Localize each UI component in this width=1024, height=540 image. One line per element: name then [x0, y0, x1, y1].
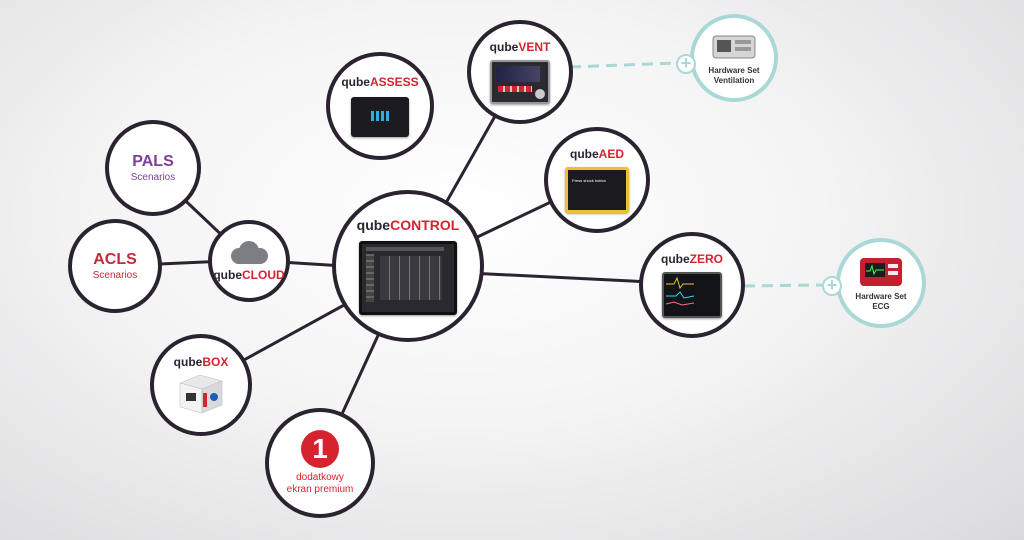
control-tablet-icon: [359, 241, 457, 315]
number-one-badge: 1: [301, 429, 339, 468]
acls-subtitle: Scenarios: [92, 270, 138, 281]
node-hardware-ecg[interactable]: Hardware Set ECG: [836, 238, 926, 328]
premium-line2: ekran premium: [286, 484, 354, 495]
zero-title: qubeZERO: [660, 252, 723, 266]
node-premium-screen[interactable]: 1 dodatkowy ekran premium: [265, 408, 375, 518]
pals-subtitle: Scenarios: [130, 172, 176, 183]
monitor-device-icon: [662, 272, 722, 318]
add-ecg-plus-icon[interactable]: +: [822, 276, 842, 296]
node-qube-aed[interactable]: qubeAED Press shock button: [544, 127, 650, 233]
aed-device-icon: Press shock button: [565, 167, 629, 213]
assess-title: qubeASSESS: [341, 75, 419, 89]
cloud-title: qubeCLOUD: [213, 268, 285, 282]
ventilation-hardware-icon: [712, 35, 756, 59]
control-title: qubeCONTROL: [356, 217, 460, 233]
add-ventilation-plus-icon[interactable]: +: [676, 54, 696, 74]
hw-vent-label: Hardware Set Ventilation: [708, 66, 760, 85]
cloud-icon: [231, 241, 268, 264]
node-pals[interactable]: PALS Scenarios: [105, 120, 201, 216]
node-qube-cloud[interactable]: qubeCLOUD: [208, 220, 290, 302]
node-qube-zero[interactable]: qubeZERO: [639, 232, 745, 338]
node-qube-assess[interactable]: qubeASSESS: [326, 52, 434, 160]
link-vent-hw: [569, 61, 677, 69]
node-qube-control[interactable]: qubeCONTROL: [332, 190, 484, 342]
node-qube-vent[interactable]: qubeVENT: [467, 20, 573, 124]
premium-line1: dodatkowy: [296, 471, 344, 483]
box-title: qubeBOX: [173, 355, 229, 369]
ventilator-device-icon: [490, 60, 550, 104]
aed-title: qubeAED: [569, 147, 624, 161]
vent-title: qubeVENT: [489, 40, 551, 54]
pals-title: PALS: [132, 153, 174, 170]
node-qube-box[interactable]: qubeBOX: [150, 334, 252, 436]
box-device-icon: [179, 374, 223, 414]
hw-ecg-label: Hardware Set ECG: [855, 292, 907, 311]
node-hardware-ventilation[interactable]: Hardware Set Ventilation: [690, 14, 778, 102]
aed-screen-text: Press shock button: [572, 178, 607, 183]
node-acls[interactable]: ACLS Scenarios: [68, 219, 162, 313]
tablet-device-icon: [351, 97, 409, 137]
link-zero-hw: [743, 283, 823, 288]
acls-title: ACLS: [93, 251, 137, 268]
ecg-hardware-icon: [860, 258, 902, 287]
